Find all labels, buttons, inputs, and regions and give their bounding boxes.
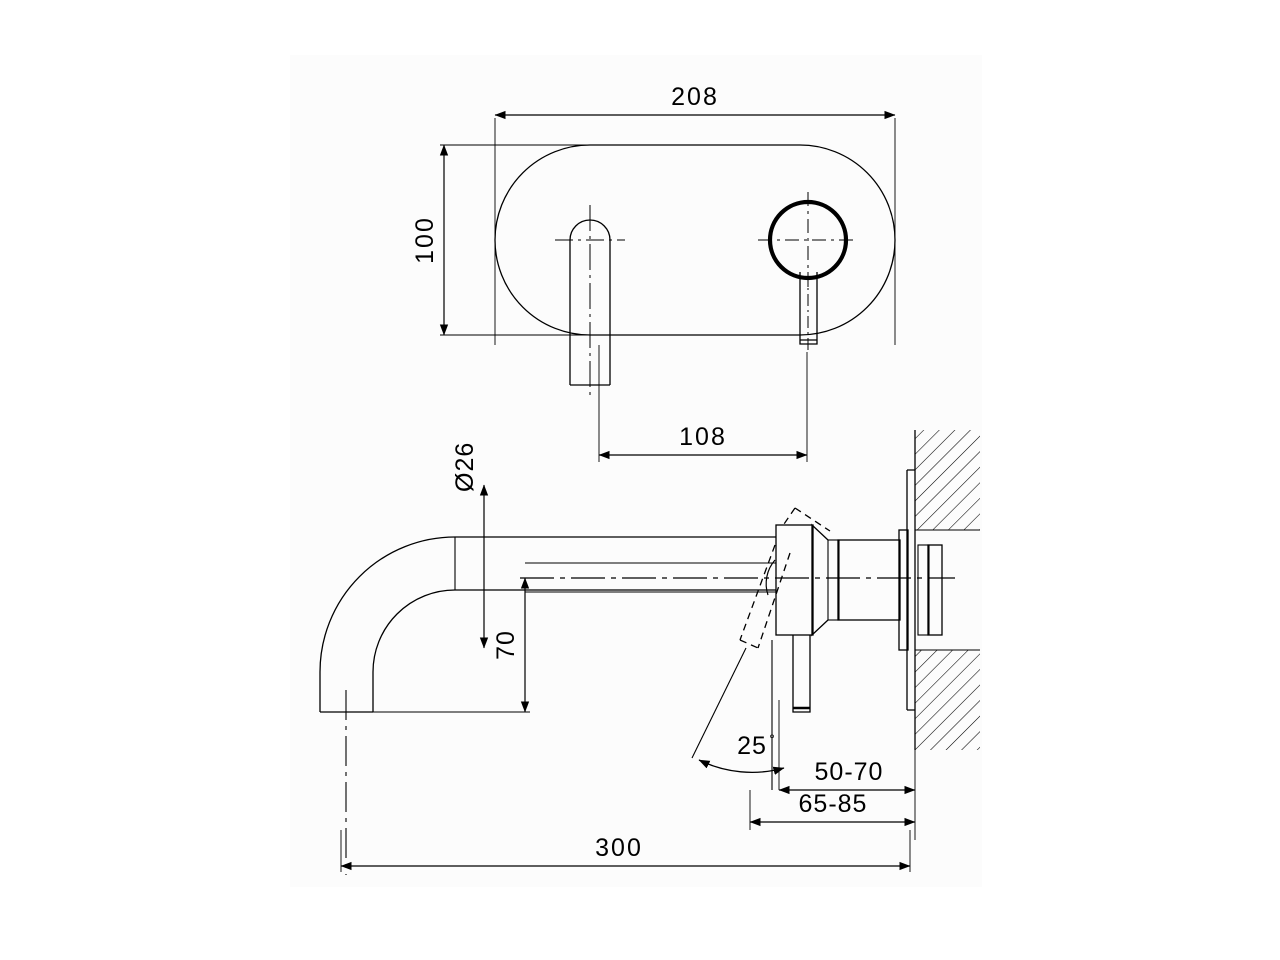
angle-dimension-25: 25 ° [691,640,785,790]
cartridge-collar [827,539,840,621]
wall-section [914,430,980,750]
angle-leg-swung [691,647,747,759]
flange-ring-outer [898,529,909,651]
dim-label-d26: Ø26 [451,442,479,492]
side-section-view: 25 ° Ø26 70 50-70 [319,430,980,875]
depth-dimension-50-70: 50-70 [778,700,916,840]
cartridge-sleeve [837,539,901,621]
front-elevation-view: 208 100 108 [411,83,896,462]
dim-label-65-85: 65-85 [799,790,868,818]
wall-hatch-lower [915,650,980,750]
wall-hatch-upper [915,430,980,530]
drawing-sheet [290,55,982,887]
lever-handle[interactable] [792,635,811,713]
projection-dimension-300: 300 [340,830,911,872]
height-dimension-70: 70 [326,577,530,713]
degree-symbol: ° [769,731,775,747]
body-taper [811,523,829,637]
body-head-block [775,524,814,636]
dim-label-208: 208 [671,83,719,111]
diameter-dimension-26: Ø26 [451,442,489,649]
dim-label-300: 300 [595,834,643,862]
dim-label-50-70: 50-70 [815,758,884,786]
spout-profile [319,536,776,713]
flange-ring-mid [917,544,930,636]
dim-label-100: 100 [411,216,439,264]
depth-dimension-65-85: 65-85 [749,790,916,830]
spout-outer-wall [319,536,776,712]
angle-arc-25 [698,759,785,775]
dim-label-108: 108 [679,423,727,451]
dim-label-70: 70 [492,630,520,660]
spout-inner-wall [372,589,776,712]
wall-flange [898,469,943,711]
lever-rotation-arc [765,559,776,596]
mixer-body [775,523,901,637]
flange-ring-inner [927,544,943,636]
dim-label-25: 25 [737,732,767,760]
lever-swung-phantom [739,507,831,649]
